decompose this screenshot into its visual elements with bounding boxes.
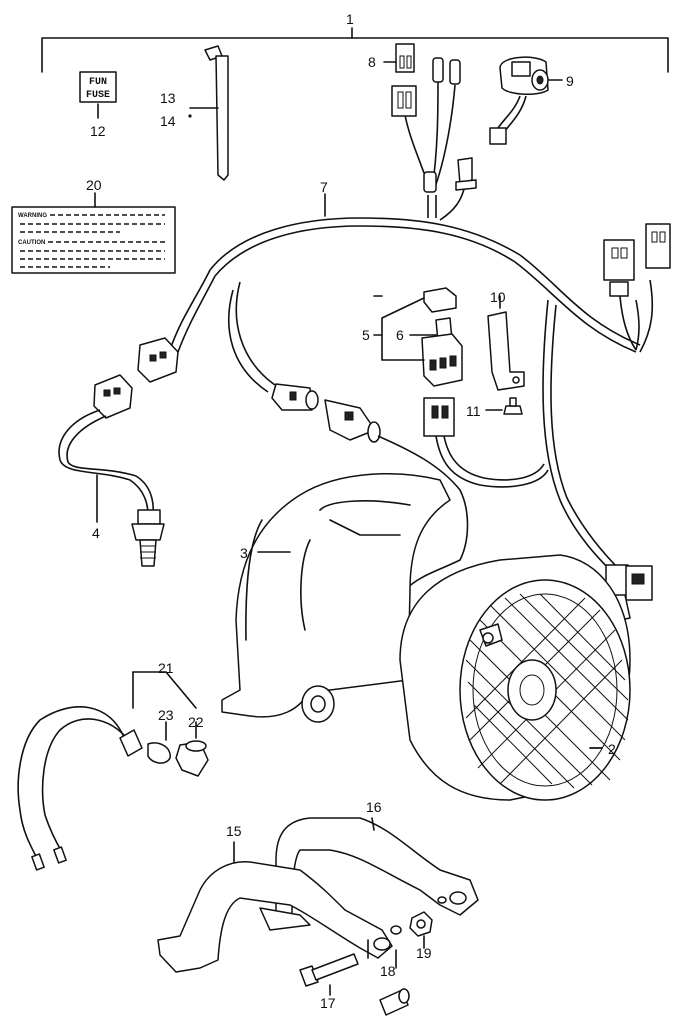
callout-7: 7 — [320, 179, 328, 195]
callout-21: 21 — [158, 660, 174, 676]
cable-tie — [189, 45, 229, 181]
harness-upper-branches — [391, 43, 477, 221]
callout-22: 22 — [188, 714, 204, 730]
harness-mid-connectors — [271, 383, 469, 591]
callout-3: 3 — [240, 545, 248, 561]
fan-switch — [489, 56, 563, 145]
callout-11: 11 — [466, 403, 481, 419]
callout-1: 1 — [346, 11, 354, 27]
callout-17: 17 — [320, 995, 336, 1011]
harness-right-couplers — [603, 223, 671, 353]
fuse-label-line2: FUSE — [86, 90, 110, 101]
callout-6: 6 — [396, 327, 404, 343]
relay-bracket — [487, 295, 525, 391]
callout-23: 23 — [158, 707, 174, 723]
callout-4: 4 — [92, 525, 100, 541]
callout-19: 19 — [416, 945, 432, 961]
callout-13: 13 — [160, 90, 176, 106]
callout-20: 20 — [86, 177, 102, 193]
callout-16: 16 — [366, 799, 382, 815]
fan-motor — [399, 554, 631, 801]
callout-18: 18 — [380, 963, 396, 979]
relay-assembly — [373, 287, 463, 387]
wiring-harness — [169, 195, 641, 576]
callout-9: 9 — [566, 73, 574, 89]
callout-10: 10 — [490, 289, 506, 305]
callout-5: 5 — [362, 327, 370, 343]
fuse-label-line1: FUN — [89, 77, 107, 88]
bolt-17 — [299, 953, 359, 996]
leader-lines — [324, 61, 603, 749]
nut-19 — [409, 911, 433, 949]
screw-11 — [485, 397, 523, 415]
warning-label: WARNING CAUTION — [11, 192, 176, 274]
callout-15: 15 — [226, 823, 242, 839]
lamp-socket-assembly — [17, 671, 209, 871]
callout-numbers: 1 2 3 4 5 6 7 8 9 10 11 12 13 14 15 16 1… — [86, 11, 616, 1011]
callout-2: 2 — [608, 741, 616, 757]
callout-14: 14 — [160, 113, 176, 129]
collars-18 — [367, 939, 410, 1016]
fun-fuse-label: FUN FUSE — [79, 71, 117, 119]
mounting-brackets — [157, 817, 479, 973]
callout-13-14-dot — [188, 114, 192, 118]
warning-label-caution: CAUTION — [18, 240, 45, 246]
warning-label-warning: WARNING — [18, 213, 47, 219]
relay-coupler — [423, 397, 549, 488]
callout-12: 12 — [90, 123, 106, 139]
thermo-switch — [58, 337, 179, 567]
fan-shroud — [221, 473, 451, 723]
callout-8: 8 — [368, 54, 376, 70]
assembly-bracket — [41, 27, 669, 73]
